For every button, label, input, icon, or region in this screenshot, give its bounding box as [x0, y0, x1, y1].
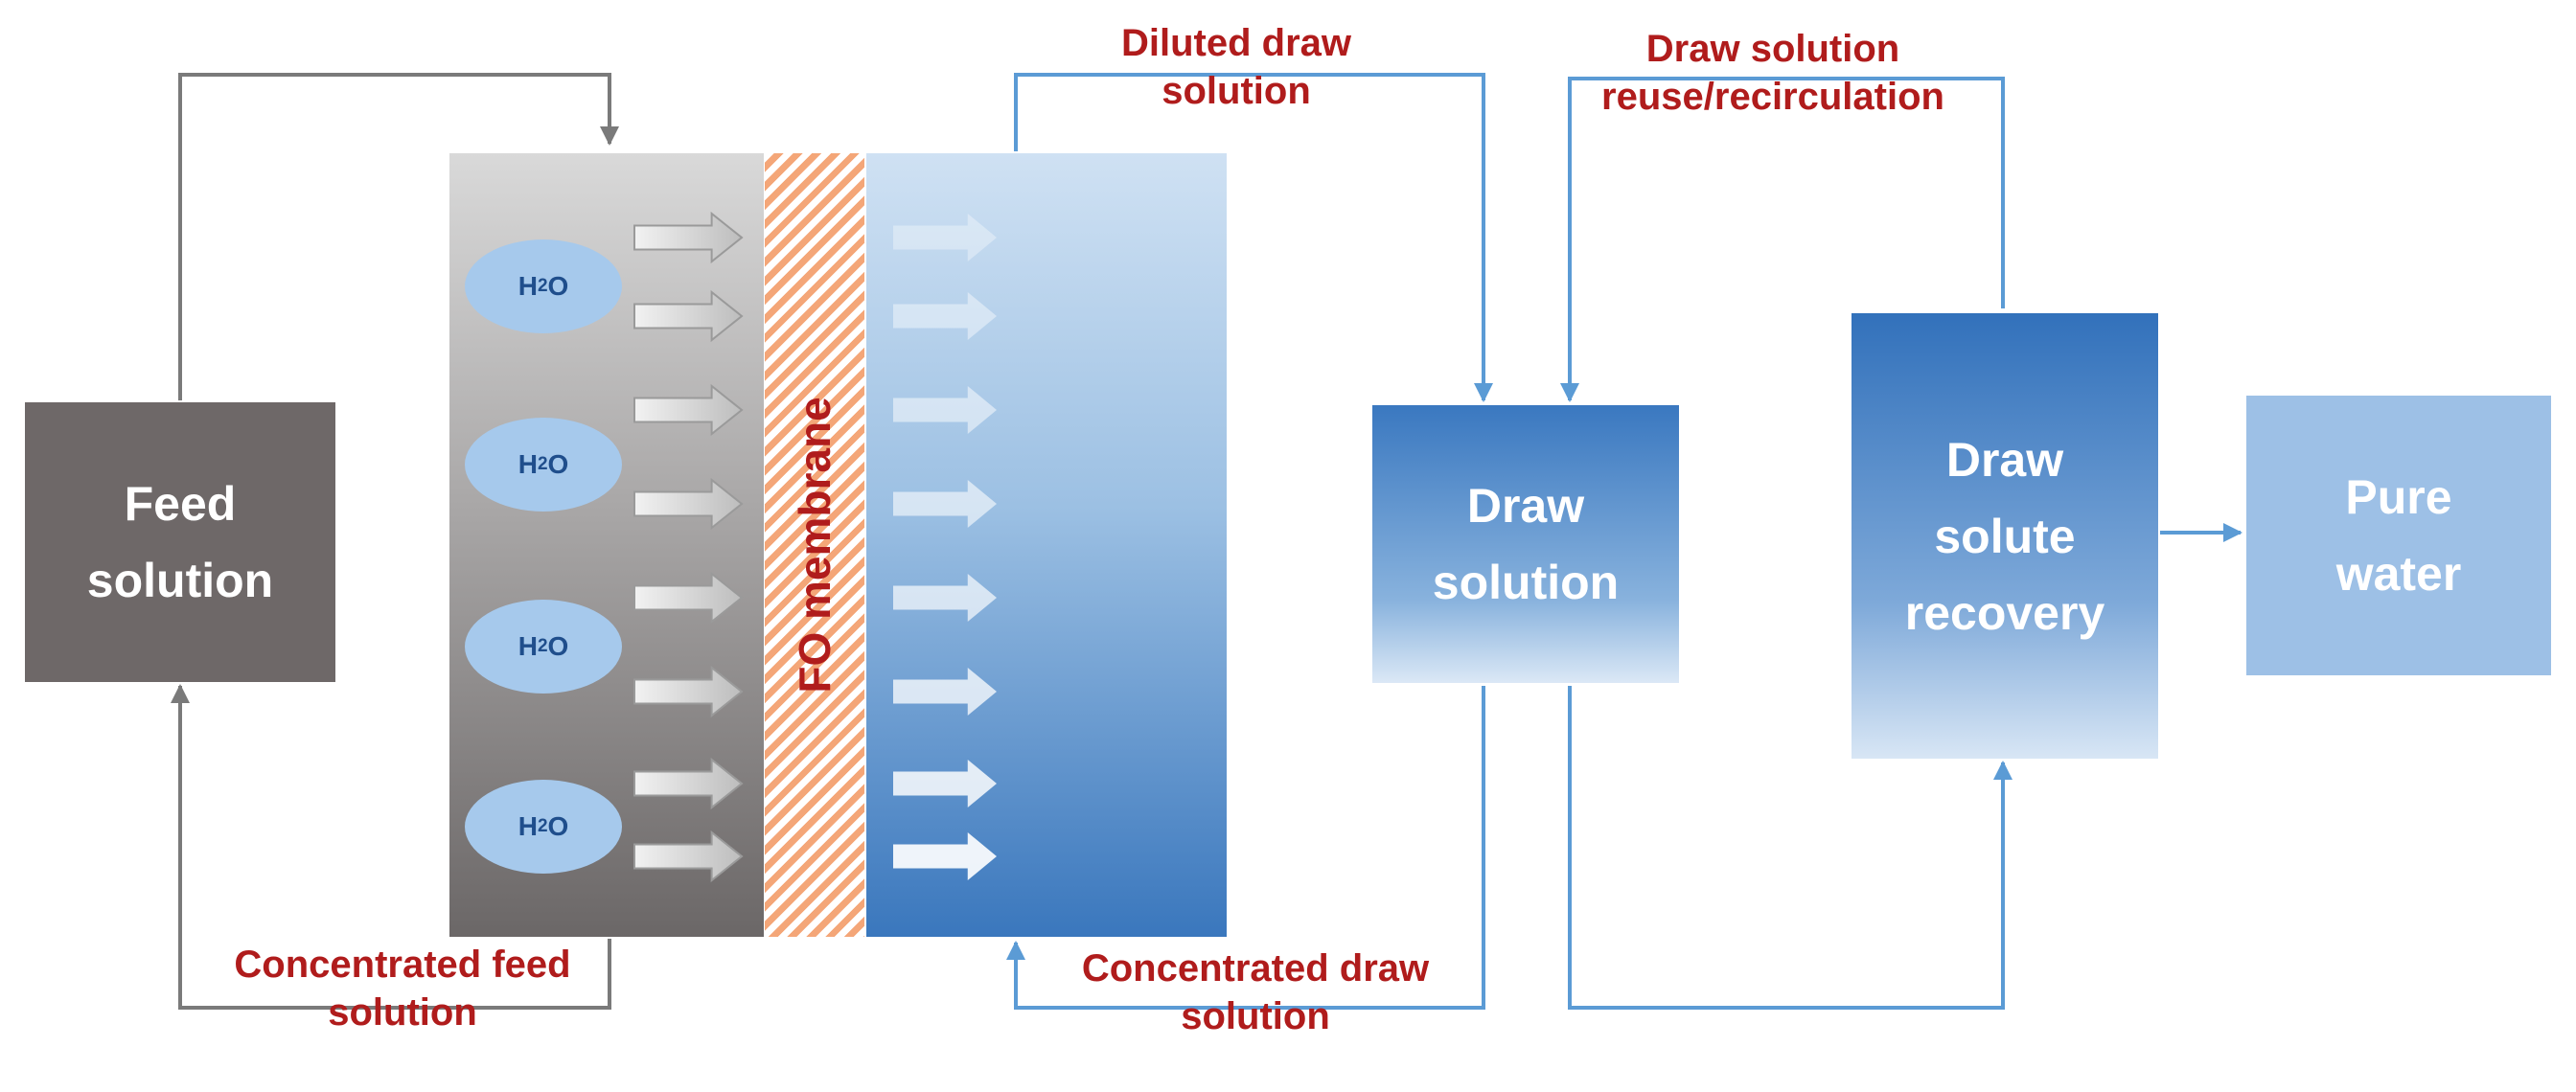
water-flux-arrow — [633, 571, 744, 625]
feed-box-line1: Feed — [124, 477, 237, 531]
water-flux-arrow — [633, 383, 744, 437]
fo-membrane — [765, 153, 864, 937]
water-flux-arrow — [893, 574, 997, 622]
pure-water-box: Pure water — [2246, 396, 2551, 675]
concentrated-draw-label: Concentrated draw solution — [1081, 947, 1430, 1037]
diluted-draw-label: Diluted draw solution — [1120, 22, 1352, 112]
water-flux-arrow — [893, 832, 997, 880]
water-flux-arrow — [633, 289, 744, 343]
diluted-draw-line — [1014, 73, 1493, 402]
water-flux-arrow — [893, 668, 997, 716]
water-flux-arrow — [893, 760, 997, 808]
draw-to-recovery-line — [1568, 686, 2012, 1010]
recovery-box-line3: recovery — [1904, 585, 2105, 640]
water-flux-arrow — [893, 386, 997, 434]
recovery-box-line1: Draw — [1945, 432, 2064, 487]
pure-box-line2: water — [2335, 547, 2462, 601]
water-flux-arrow — [893, 480, 997, 528]
draw-chamber — [866, 153, 1227, 937]
concentrated-feed-label: Concentrated feed solution — [234, 944, 571, 1034]
feed-box-line2: solution — [86, 554, 274, 607]
draw-box-line1: Draw — [1466, 479, 1585, 533]
water-flux-arrow — [633, 477, 744, 531]
water-flux-arrow — [633, 211, 744, 264]
reuse-recirculation-label: Draw solution reuse/recirculation — [1601, 28, 1944, 118]
pure-box-line1: Pure — [2345, 470, 2452, 524]
recovery-box-line2: solute — [1934, 509, 2076, 563]
water-flux-arrow — [633, 757, 744, 810]
feed-inflow-line — [178, 73, 619, 400]
concentrated-draw-return-line — [1006, 686, 1485, 1010]
water-flux-arrow — [633, 830, 744, 883]
feed-solution-box: Feed solution — [25, 402, 335, 682]
concentrated-feed-return-line — [171, 684, 611, 1010]
draw-box-line2: solution — [1432, 556, 1620, 609]
water-flux-arrow — [633, 665, 744, 718]
draw-solute-recovery-box: Draw solute recovery — [1852, 313, 2158, 759]
water-flux-arrow — [893, 292, 997, 340]
draw-solution-box: Draw solution — [1372, 405, 1679, 683]
reuse-recirculation-line — [1560, 77, 2005, 402]
water-flux-arrow — [893, 214, 997, 262]
